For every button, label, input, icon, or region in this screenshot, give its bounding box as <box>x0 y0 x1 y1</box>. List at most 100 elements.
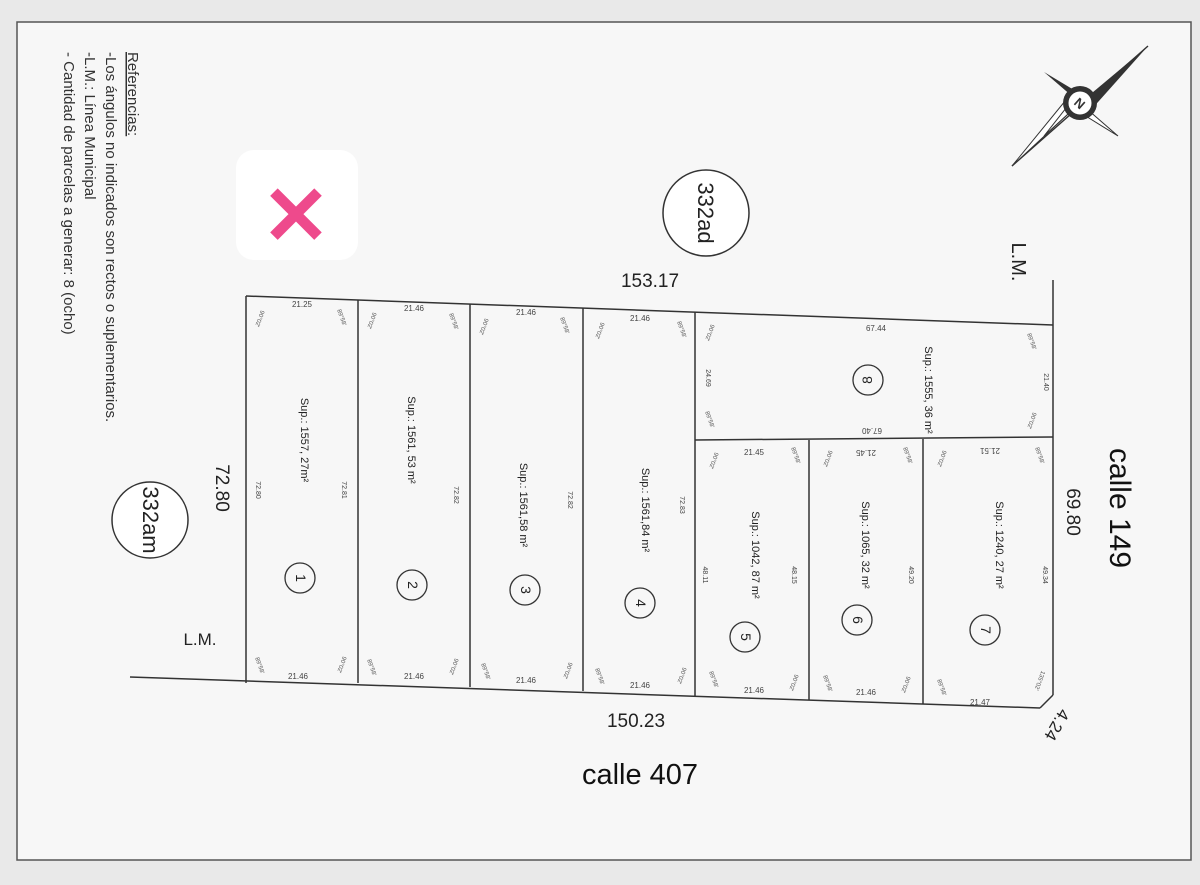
parcel-dim-top: 21.45 <box>744 448 765 457</box>
lot-boundaries <box>129 280 1054 709</box>
parcel-number: 5 <box>738 633 754 641</box>
parcel-dim-top: 21.46 <box>630 314 651 323</box>
parcel-area: Sup.: 1561,84 m² <box>639 468 651 553</box>
parcel-dim-bottom: 21.46 <box>856 688 877 697</box>
parcel-dim-bottom: 21.46 <box>630 681 651 690</box>
municipal-line-label-left: L.M. <box>183 630 216 649</box>
parcel-number: 1 <box>293 574 309 582</box>
parcel-number-circle <box>841 604 873 636</box>
parcel-area: Sup.: 1561,58 m² <box>517 463 529 548</box>
parcel-dim-right: 48.15 <box>790 566 797 584</box>
parcel-number: 4 <box>633 599 649 607</box>
parcel-number: 6 <box>850 616 866 624</box>
parcel-dim-bottom: 21.46 <box>288 672 309 681</box>
block-circle-left <box>111 481 189 559</box>
parcel-angle: 89°58' <box>593 668 604 686</box>
parcel-angle: 90°02' <box>935 449 946 467</box>
parcel-dim-right: 72.82 <box>566 491 573 509</box>
block-circle-top <box>662 169 750 257</box>
parcel-number-circle <box>729 621 761 653</box>
parcel-1: Sup.: 1557, 27m² 1 21.25 21.46 72.80 72.… <box>253 300 347 681</box>
parcel-angle: 89°58' <box>901 447 912 465</box>
parcel-angle: 89°58' <box>558 317 569 335</box>
dimension-top: 153.17 <box>621 271 679 292</box>
parcel-dim-bottom: 21.47 <box>970 698 991 707</box>
parcel-area: Sup.: 1557, 27m² <box>298 398 310 483</box>
parcel-dim-top: 21.25 <box>292 300 313 309</box>
parcel-angle: 90°02' <box>365 311 376 329</box>
parcel-dim-top: 21.46 <box>404 304 425 313</box>
parcel-number-circle <box>624 587 656 619</box>
parcel-angle: 89°58' <box>789 447 800 465</box>
parcel-angle: 90°02' <box>561 661 572 679</box>
dimension-bottom: 150.23 <box>607 711 665 732</box>
parcel-angle: 90°02' <box>821 449 832 467</box>
parcel-5: Sup.: 1042, 87 m² 5 21.45 21.46 48.11 48… <box>701 447 801 695</box>
parcel-dim-top: 21.46 <box>516 308 537 317</box>
parcel-angle: 90°02' <box>675 666 686 684</box>
dimension-left: 72.80 <box>211 464 232 512</box>
parcel-dim-top: 21.51 <box>979 446 1000 455</box>
mark-highlight <box>236 150 358 260</box>
parcel-angle: 90°02' <box>1025 411 1036 429</box>
parcel-angle: 89°58' <box>707 671 718 689</box>
parcel-angle: 90°02' <box>899 675 910 693</box>
parcel-angle: 89°58' <box>479 663 490 681</box>
parcel-area: Sup.: 1555, 36 m² <box>922 346 934 434</box>
parcel-dim-bottom: 21.46 <box>516 676 537 685</box>
parcel-dim-right: 49.20 <box>907 566 914 584</box>
parcel-2: Sup.: 1561, 53 m² 2 21.46 21.46 72.82 90… <box>365 304 459 681</box>
street-bottom: calle 407 <box>582 759 698 791</box>
parcel-angle: 90°02' <box>253 309 264 327</box>
parcel-dim-top: 21.45 <box>855 448 876 457</box>
parcel-angle: 90°02' <box>787 673 798 691</box>
parcel-number-circle <box>284 562 316 594</box>
parcel-3: Sup.: 1561,58 m² 3 21.46 21.46 72.82 90°… <box>477 308 573 685</box>
parcel-angle: 89°58' <box>447 313 458 331</box>
cross-mark: ✕ <box>262 171 331 262</box>
dimension-right: 69.80 <box>1062 488 1083 536</box>
parcel-dim-right: 49.34 <box>1041 566 1048 584</box>
parcel-angle: 90°02' <box>703 323 714 341</box>
references-title: Referencias: <box>124 52 141 136</box>
parcel-6: Sup.: 1065, 32 m² 6 21.45 21.46 49.20 90… <box>821 447 914 697</box>
parcel-number-circle <box>396 569 428 601</box>
parcel-number-circle <box>509 574 541 606</box>
parcel-angle: 90°02' <box>707 451 718 469</box>
references-block: Referencias: -Los ángulos no indicados s… <box>60 52 141 422</box>
parcel-area: Sup.: 1065, 32 m² <box>859 501 871 589</box>
references-line: -Los ángulos no indicados son rectos o s… <box>102 52 119 422</box>
references-line: - Cantidad de parcelas a generar: 8 (och… <box>60 52 77 335</box>
parcel-angle: 89°58' <box>821 675 832 693</box>
parcel-dim-top: 67.44 <box>866 324 887 333</box>
parcel-angle: 89°58' <box>1033 447 1044 465</box>
parcel-angle: 89°58' <box>365 659 376 677</box>
parcel-number-circle <box>969 614 1001 646</box>
parcel-dim-right: 72.82 <box>452 486 459 504</box>
references-line: -L.M.: Línea Municipal <box>81 52 98 200</box>
parcel-dim-right: 21.40 <box>1042 373 1049 391</box>
parcel-4: Sup.: 1561,84 m² 4 21.46 21.46 72.83 90°… <box>593 314 686 690</box>
parcel-angle: 89°58' <box>253 657 264 675</box>
parcel-dim-left: 48.11 <box>701 567 708 584</box>
parcel-area: Sup.: 1240, 27 m² <box>993 501 1005 589</box>
parcel-dim-right: 72.83 <box>678 496 685 514</box>
parcel-area: Sup.: 1561, 53 m² <box>405 396 417 484</box>
parcel-dim-bottom: 21.46 <box>404 672 425 681</box>
parcel-angle: 89°58' <box>1025 333 1036 351</box>
parcel-dim-bottom: 21.46 <box>744 686 765 695</box>
parcel-angle: 89°58' <box>335 309 346 327</box>
parcel-dim-right: 72.81 <box>340 481 347 499</box>
block-label-top: 332ad <box>693 182 718 243</box>
parcel-number: 7 <box>978 626 994 634</box>
parcel-8: Sup.: 1555, 36 m² 8 67.44 67.40 24.69 21… <box>703 323 1049 435</box>
parcel-dim-bottom: 67.40 <box>861 426 882 435</box>
parcel-angle: 89°58' <box>935 679 946 697</box>
parcel-number-circle <box>852 364 884 396</box>
block-label-left: 332am <box>138 486 163 553</box>
street-right: calle 149 <box>1103 448 1136 568</box>
parcel-number: 3 <box>518 586 534 594</box>
parcel-number: 2 <box>405 581 421 589</box>
parcel-dim-left: 72.80 <box>254 481 261 499</box>
